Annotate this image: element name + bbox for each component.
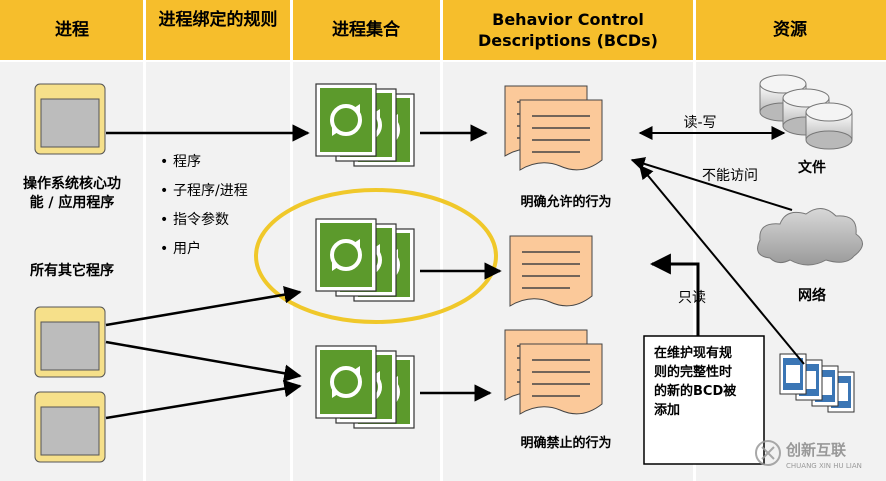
callout-line3: 的新的BCD被	[654, 383, 737, 399]
header-bcd-line1: Behavior Control	[492, 10, 644, 29]
highlight-ellipse	[254, 188, 498, 324]
bcd-new-doc-icon	[509, 235, 593, 307]
rule-item: 程序	[173, 154, 201, 170]
no-access-label: 不能访问	[702, 168, 758, 184]
bcd-allowed-label: 明确允许的行为	[520, 194, 611, 210]
os-label-line1: 操作系统核心功	[23, 175, 121, 192]
arrow-other2-to-set3	[105, 379, 302, 420]
file-storage-icon	[759, 74, 853, 150]
process-window-other-1-icon	[34, 306, 106, 378]
file-label: 文件	[798, 159, 826, 176]
rule-item: 用户	[173, 240, 201, 257]
header-resources: 资源	[773, 19, 807, 40]
rule-bullet: •	[160, 241, 168, 257]
network-label: 网络	[798, 287, 826, 304]
network-cloud-icon	[757, 208, 863, 266]
read-only-label: 只读	[678, 289, 706, 306]
callout-line1: 在维护现有规	[654, 345, 732, 361]
os-label-line2: 能 / 应用程序	[30, 194, 115, 211]
watermark-logo: 创新互联 CHUANG XIN HU LIAN	[755, 440, 862, 470]
rule-item: 子程序/进程	[173, 183, 248, 199]
arrow-other1-to-set3	[105, 340, 302, 382]
process-set-1-icon	[314, 82, 416, 168]
watermark-cn: 创新互联	[785, 441, 847, 459]
header-processes: 进程	[55, 20, 89, 40]
callout-line4: 添加	[654, 402, 680, 418]
new-bcd-stack-icon	[779, 353, 855, 413]
arrow-new-bcd-to-allowed	[639, 164, 805, 365]
other-programs-label: 所有其它程序	[30, 262, 114, 279]
callout-line2: 则的完整性时	[654, 364, 732, 380]
header-rules: 进程绑定的规则	[159, 9, 278, 30]
arrow-no-access	[630, 157, 793, 211]
read-write-label: 读-写	[683, 114, 716, 131]
arrow-read-only	[649, 253, 700, 336]
process-set-3-icon	[314, 344, 416, 430]
callout-box	[643, 335, 765, 465]
bcd-forbidden-doc-icon	[504, 329, 603, 415]
bcd-allowed-doc-icon	[504, 85, 603, 171]
bcd-forbidden-label: 明确禁止的行为	[520, 435, 611, 451]
rule-item: 指令参数	[173, 211, 229, 228]
process-window-other-2-icon	[34, 391, 106, 463]
process-set-2-icon	[314, 217, 416, 303]
rule-bullet: •	[160, 183, 168, 199]
process-window-os-icon	[34, 83, 106, 155]
header-bcd-line2: Descriptions (BCDs)	[478, 31, 658, 50]
rule-bullet: •	[160, 212, 168, 228]
rule-bullet: •	[160, 154, 168, 170]
watermark-en: CHUANG XIN HU LIAN	[786, 462, 862, 470]
arrow-other1-to-set2	[105, 286, 302, 327]
header-process-sets: 进程集合	[332, 19, 401, 40]
